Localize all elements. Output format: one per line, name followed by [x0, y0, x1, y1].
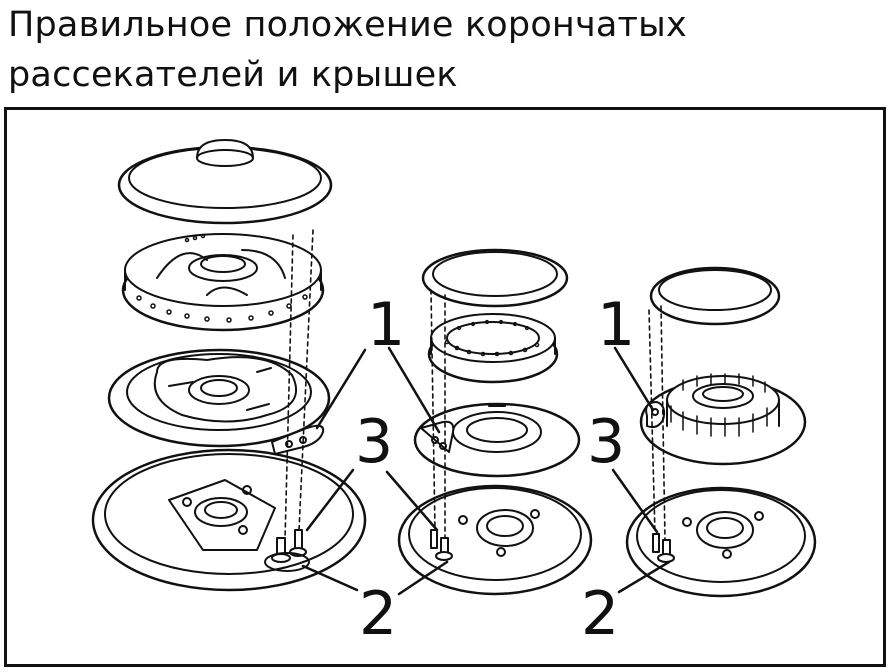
middle-spreader-plate — [413, 402, 581, 478]
callout-right-1: 1 — [597, 290, 635, 360]
right-base-plate — [625, 486, 817, 598]
callout-left-2: 2 — [359, 579, 397, 649]
burner-assembly-diagram: 1 3 2 1 3 2 — [91, 139, 817, 649]
left-alignment-lines — [284, 229, 314, 541]
middle-top-cap — [421, 248, 569, 308]
callout-right-3: 3 — [587, 407, 625, 477]
right-burner-assembly — [625, 266, 817, 598]
middle-alignment-lines — [430, 289, 446, 539]
page-title: Правильное положение корончатых рассекат… — [8, 0, 888, 100]
title-line-2: рассекателей и крышек — [8, 55, 458, 95]
middle-burner-assembly — [397, 248, 593, 596]
middle-crown-ring — [427, 313, 559, 384]
middle-base-plate — [397, 484, 593, 596]
left-crown-ring — [121, 233, 325, 332]
right-alignment-lines — [648, 305, 666, 541]
callout-left-3: 3 — [355, 407, 393, 477]
left-top-cap — [117, 139, 333, 225]
illustration-frame: 1 3 2 1 3 2 — [4, 107, 886, 667]
title-line-1: Правильное положение корончатых — [8, 5, 687, 45]
left-spreader-plate — [107, 348, 331, 455]
callout-left-1: 1 — [367, 290, 405, 360]
callout-right-2: 2 — [581, 579, 619, 649]
left-burner-assembly — [91, 139, 367, 592]
right-top-cap — [649, 266, 781, 326]
left-base-plate — [91, 448, 367, 592]
right-crown-spreader — [639, 373, 807, 466]
leader-lines — [301, 346, 671, 596]
